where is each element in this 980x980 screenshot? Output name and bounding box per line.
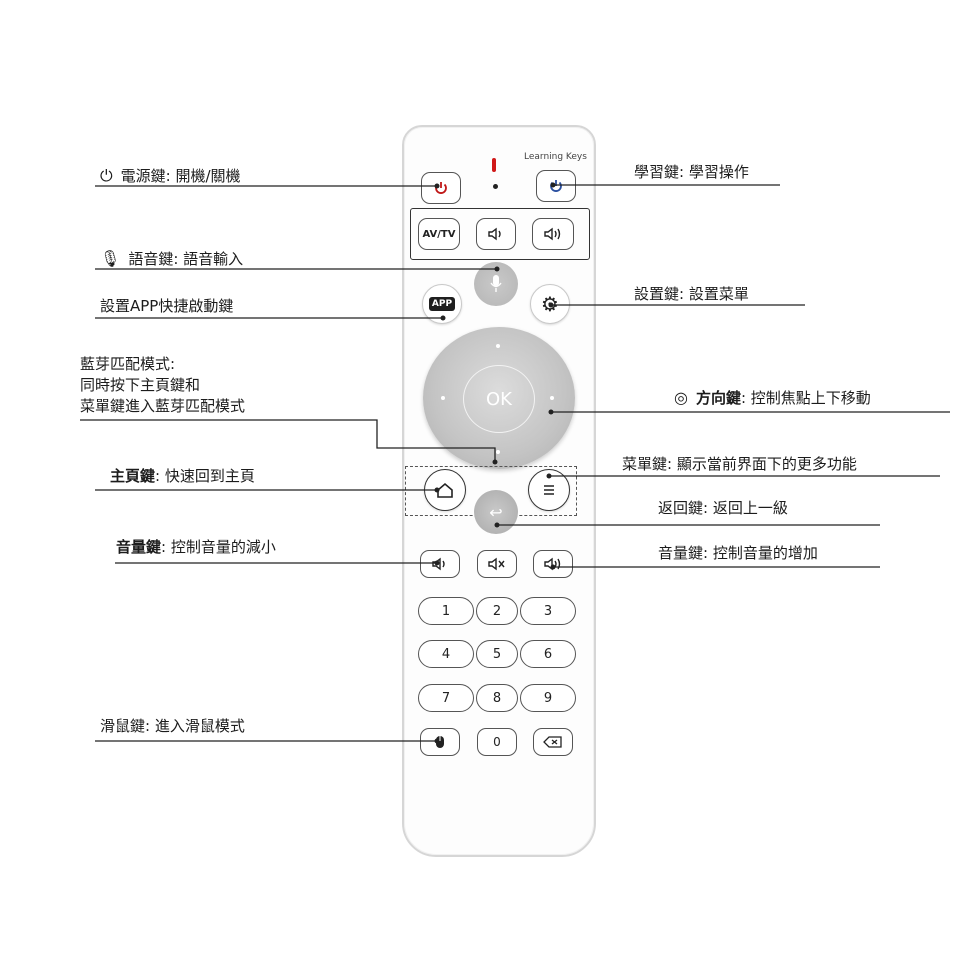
learning-keys-label: Learning Keys bbox=[524, 152, 587, 162]
home-desc: : 快速回到主頁 bbox=[155, 467, 255, 485]
power-icon: ⏻ bbox=[100, 166, 113, 185]
key-2-label: 2 bbox=[492, 603, 502, 619]
voice-label: 🎙 語音鍵: 語音輸入 bbox=[100, 249, 243, 269]
back-icon: ↩ bbox=[489, 502, 503, 522]
power-button[interactable] bbox=[421, 172, 461, 204]
key-3[interactable]: 3 bbox=[520, 597, 576, 625]
home-button[interactable] bbox=[424, 469, 466, 511]
app-button[interactable]: APP bbox=[422, 284, 462, 324]
target-icon: ◎ bbox=[674, 388, 688, 407]
dpad-right[interactable] bbox=[550, 396, 554, 400]
ok-button[interactable]: OK bbox=[463, 365, 535, 433]
power-icon bbox=[435, 182, 447, 194]
indicator-led bbox=[492, 158, 496, 172]
voice-button[interactable] bbox=[474, 262, 518, 306]
return-label: 返回鍵: 返回上一級 bbox=[658, 499, 788, 517]
ok-label: OK bbox=[486, 388, 512, 410]
volume-down-icon bbox=[488, 227, 501, 241]
dpad-up[interactable] bbox=[496, 344, 500, 348]
direction-label: ◎ 方向鍵: 控制焦點上下移動 bbox=[674, 388, 871, 408]
volume-down-key-name: 音量鍵 bbox=[116, 538, 162, 556]
menu-button[interactable] bbox=[528, 469, 570, 511]
direction-key-name: 方向鍵 bbox=[695, 389, 741, 407]
key-6[interactable]: 6 bbox=[520, 640, 576, 668]
volume-down-icon bbox=[432, 557, 445, 571]
microphone-icon: 🎙 bbox=[100, 249, 121, 268]
key-7[interactable]: 7 bbox=[418, 684, 474, 712]
ir-sensor bbox=[493, 184, 498, 189]
volume-up-icon bbox=[544, 557, 561, 571]
menu-icon bbox=[544, 485, 554, 495]
home-label: 主頁鍵: 快速回到主頁 bbox=[110, 466, 255, 486]
key-6-label: 6 bbox=[543, 646, 553, 662]
volume-down-desc: : 控制音量的減小 bbox=[161, 538, 276, 556]
tv-volume-down-button[interactable] bbox=[476, 218, 516, 250]
key-3-label: 3 bbox=[543, 603, 553, 619]
power-text: 電源鍵: 開機/關機 bbox=[120, 167, 241, 185]
direction-desc: : 控制焦點上下移動 bbox=[740, 389, 871, 407]
mute-icon bbox=[488, 557, 505, 571]
bt-pairing-line-3: 菜單鍵進入藍芽匹配模式 bbox=[80, 397, 246, 415]
key-2[interactable]: 2 bbox=[476, 597, 518, 625]
dpad-left[interactable] bbox=[441, 396, 445, 400]
power-icon bbox=[550, 180, 562, 192]
settings-label: 設置鍵: 設置菜單 bbox=[634, 285, 749, 303]
volume-up-icon bbox=[544, 227, 561, 241]
app-label: APP bbox=[428, 297, 456, 311]
app-launch-label: 設置APP快捷啟動鍵 bbox=[100, 297, 234, 315]
menu-label: 菜單鍵: 顯示當前界面下的更多功能 bbox=[622, 455, 857, 473]
key-8-label: 8 bbox=[492, 690, 502, 706]
volume-up-label: 音量鍵: 控制音量的增加 bbox=[658, 544, 818, 562]
key-4[interactable]: 4 bbox=[418, 640, 474, 668]
home-icon bbox=[437, 482, 453, 498]
return-button[interactable]: ↩ bbox=[474, 490, 518, 534]
key-5-label: 5 bbox=[492, 646, 502, 662]
power-label: ⏻ 電源鍵: 開機/關機 bbox=[100, 166, 241, 186]
mouse-label: 滑鼠鍵: 進入滑鼠模式 bbox=[100, 717, 245, 735]
learn-power-button[interactable] bbox=[536, 170, 576, 202]
bt-pairing-line-1: 藍芽匹配模式: bbox=[80, 355, 176, 373]
volume-down-button[interactable] bbox=[420, 550, 460, 578]
backspace-button[interactable] bbox=[533, 728, 573, 756]
key-9-label: 9 bbox=[543, 690, 553, 706]
microphone-icon bbox=[490, 275, 502, 292]
learn-label: 學習鍵: 學習操作 bbox=[634, 163, 749, 181]
key-0-label: 0 bbox=[493, 735, 501, 749]
av-tv-button[interactable]: AV/TV bbox=[418, 218, 460, 250]
key-8[interactable]: 8 bbox=[476, 684, 518, 712]
learning-keys-group bbox=[410, 208, 590, 260]
gear-icon: ⚙ bbox=[541, 292, 559, 316]
mouse-button[interactable] bbox=[420, 728, 460, 756]
key-9[interactable]: 9 bbox=[520, 684, 576, 712]
dpad-down[interactable] bbox=[496, 450, 500, 454]
voice-text: 語音鍵: 語音輸入 bbox=[128, 250, 244, 268]
tv-volume-up-button[interactable] bbox=[532, 218, 574, 250]
mouse-icon bbox=[436, 736, 444, 748]
key-4-label: 4 bbox=[441, 646, 451, 662]
mute-button[interactable] bbox=[477, 550, 517, 578]
key-1-label: 1 bbox=[441, 603, 451, 619]
bt-pairing-label: 藍芽匹配模式: 同時按下主頁鍵和 菜單鍵進入藍芽匹配模式 bbox=[80, 354, 340, 417]
home-key-name: 主頁鍵 bbox=[110, 467, 156, 485]
key-7-label: 7 bbox=[441, 690, 451, 706]
volume-down-label: 音量鍵: 控制音量的減小 bbox=[116, 537, 276, 557]
bt-pairing-line-2: 同時按下主頁鍵和 bbox=[80, 376, 201, 394]
key-0[interactable]: 0 bbox=[477, 728, 517, 756]
key-5[interactable]: 5 bbox=[476, 640, 518, 668]
av-tv-label: AV/TV bbox=[422, 228, 456, 240]
volume-up-button[interactable] bbox=[533, 550, 573, 578]
backspace-icon bbox=[543, 736, 562, 748]
key-1[interactable]: 1 bbox=[418, 597, 474, 625]
settings-button[interactable]: ⚙ bbox=[530, 284, 570, 324]
